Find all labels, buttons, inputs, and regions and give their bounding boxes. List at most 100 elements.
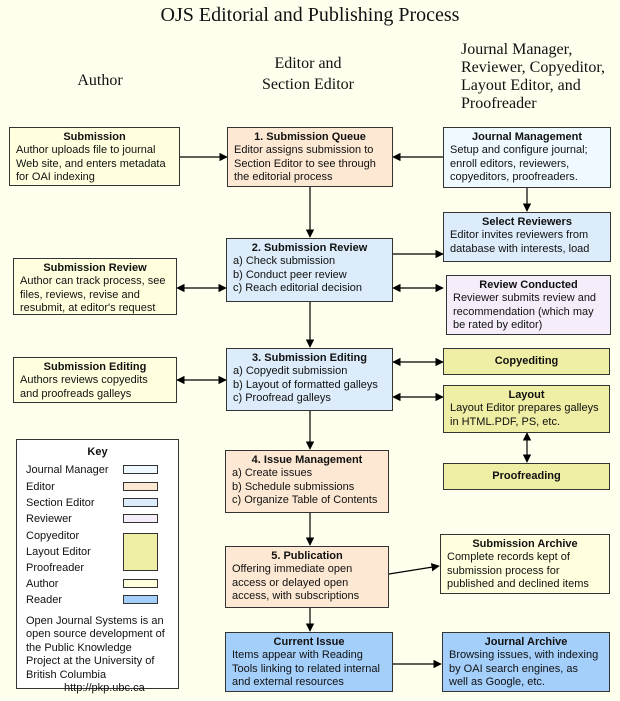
legend-swatch-editor <box>123 482 158 491</box>
proofreading-box[interactable]: Proofreading <box>443 463 610 490</box>
box-line: b) Conduct peer review <box>233 268 347 281</box>
current-issue-box[interactable]: Current Issue Items appear with Reading … <box>225 632 393 692</box>
legend-label: Proofreader <box>26 562 85 574</box>
box-title: 1. Submission Queue <box>254 131 366 143</box>
box-line: a) Copyedit submission <box>233 365 348 378</box>
column-header-staff-line: Journal Manager, <box>461 41 573 58</box>
box-line: and external resources <box>232 676 344 689</box>
column-header-staff-line: Proofreader <box>461 95 537 112</box>
legend-swatch-section-editor <box>123 498 158 507</box>
author-submission-editing-box[interactable]: Submission Editing Authors reviews copye… <box>13 357 177 403</box>
submission-editing-box[interactable]: 3. Submission Editing a) Copyedit submis… <box>226 348 393 411</box>
legend-swatch-reader <box>123 595 158 604</box>
box-line: a) Create issues <box>232 467 313 480</box>
column-header-staff-line: Layout Editor, and <box>461 77 581 94</box>
legend-label: Reviewer <box>26 513 72 525</box>
legend-label: Copyeditor <box>26 530 80 542</box>
box-line: Items appear with Reading <box>232 649 363 662</box>
box-title: 5. Publication <box>271 550 343 562</box>
box-line: Section Editor to see through <box>234 157 376 170</box>
legend-note-line: Project at the University of <box>26 655 155 668</box>
legend-label: Layout Editor <box>26 546 91 558</box>
copyediting-box[interactable]: Copyediting <box>443 348 610 375</box>
author-submission-review-box[interactable]: Submission Review Author can track proce… <box>13 258 177 315</box>
box-line: Browsing issues, with indexing <box>449 649 599 662</box>
box-title: 3. Submission Editing <box>252 352 367 364</box>
legend-label: Author <box>26 578 59 590</box>
box-title: Submission Editing <box>43 361 147 373</box>
submission-queue-box[interactable]: 1. Submission Queue Editor assigns submi… <box>227 127 393 187</box>
column-header-staff-line: Reviewer, Copyeditor, <box>461 59 606 76</box>
column-header-author: Author <box>40 70 160 91</box>
box-title: Select Reviewers <box>482 216 572 228</box>
column-header-editor-line: Section Editor <box>262 76 354 93</box>
legend-label: Editor <box>26 481 55 493</box>
box-title: Submission Archive <box>472 538 578 550</box>
submission-archive-box[interactable]: Submission Archive Complete records kept… <box>440 534 610 594</box>
author-submission-box[interactable]: Submission Author uploads file to journa… <box>9 127 180 186</box>
legend-swatch-production <box>123 533 158 571</box>
box-line: b) Layout of formatted galleys <box>233 378 378 391</box>
box-line: published and declined items <box>447 578 589 591</box>
box-line: copyeditors, proofreaders. <box>450 171 578 184</box>
box-line: b) Schedule submissions <box>232 480 355 493</box>
publication-box[interactable]: 5. Publication Offering immediate open a… <box>225 546 389 608</box>
issue-management-box[interactable]: 4. Issue Management a) Create issues b) … <box>225 450 389 513</box>
box-title: Review Conducted <box>479 279 578 291</box>
box-line: well as Google, etc. <box>449 676 545 689</box>
page-title: OJS Editorial and Publishing Process <box>160 4 460 26</box>
box-line: the editorial process <box>234 171 333 184</box>
box-line: files, reviews, revise and <box>20 288 140 301</box>
select-reviewers-box[interactable]: Select Reviewers Editor invites reviewer… <box>443 212 611 262</box>
legend-key: Key Journal Manager Editor Section Edito… <box>16 439 179 694</box>
box-line: Offering immediate open <box>232 563 353 576</box>
legend-note-url[interactable]: http://pkp.ubc.ca <box>64 682 145 695</box>
box-title: Submission Review <box>43 262 147 274</box>
legend-label: Section Editor <box>26 497 95 509</box>
legend-label: Journal Manager <box>26 464 109 476</box>
legend-note-line: the Public Knowledge <box>26 641 132 654</box>
box-line: for OAI indexing <box>16 171 95 184</box>
legend-note-line: open source development of <box>26 628 165 641</box>
box-title: 4. Issue Management <box>251 454 363 466</box>
box-line: c) Organize Table of Contents <box>232 494 378 507</box>
column-header-editor-line: Editor and <box>274 55 342 72</box>
box-title: Current Issue <box>273 636 345 648</box>
box-line: Layout Editor prepares galleys <box>450 402 599 415</box>
submission-review-box[interactable]: 2. Submission Review a) Check submission… <box>226 238 393 302</box>
box-line: access or delayed open <box>232 576 349 589</box>
box-title: 2. Submission Review <box>251 242 368 254</box>
box-line: Author uploads file to journal <box>16 144 156 157</box>
box-title: Journal Archive <box>484 636 568 648</box>
review-conducted-box[interactable]: Review Conducted Reviewer submits review… <box>446 275 611 335</box>
box-line: Complete records kept of <box>447 551 570 564</box>
legend-swatch-reviewer <box>123 514 158 523</box>
column-header-author-text: Author <box>77 72 123 89</box>
box-line: in HTML.PDF, PS, etc. <box>450 415 561 428</box>
box-line: resubmit, at editor's request <box>20 302 156 315</box>
box-title: Submission <box>63 131 126 143</box>
box-line: Reviewer submits review and <box>453 292 597 305</box>
legend-title: Key <box>87 446 108 458</box>
legend-swatch-journal-manager <box>123 465 158 474</box>
legend-label: Reader <box>26 594 63 606</box>
legend-note-line: British Columbia <box>26 668 107 681</box>
legend-swatch-author <box>123 579 158 588</box>
box-line: enroll editors, reviewers, <box>450 157 570 170</box>
box-line: Setup and configure journal; <box>450 144 588 157</box>
box-line: access, with subscriptions <box>232 590 360 603</box>
box-line: c) Reach editorial decision <box>233 282 363 295</box>
box-line: submission process for <box>447 564 560 577</box>
box-line: be rated by editor) <box>453 319 543 332</box>
box-line: Web site, and enters metadata <box>16 157 166 170</box>
legend-note-line: Open Journal Systems is an <box>26 615 164 627</box>
box-line: Tools linking to related internal <box>232 662 380 675</box>
journal-archive-box[interactable]: Journal Archive Browsing issues, with in… <box>442 632 610 692</box>
arrow-publication-to-archive <box>388 563 440 575</box>
journal-management-box[interactable]: Journal Management Setup and configure j… <box>443 127 611 188</box>
box-line: c) Proofread galleys <box>233 392 331 405</box>
box-line: a) Check submission <box>233 255 336 268</box>
layout-box[interactable]: Layout Layout Editor prepares galleys in… <box>443 385 610 433</box>
box-line: Authors reviews copyedits <box>20 374 148 387</box>
